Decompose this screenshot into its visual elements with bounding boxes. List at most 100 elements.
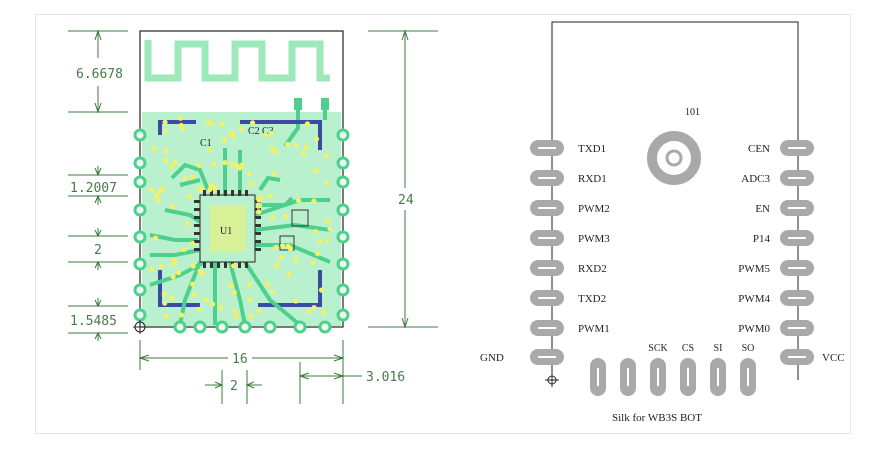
via-dot — [189, 241, 196, 247]
dimensions — [68, 29, 438, 404]
via-dot — [273, 244, 279, 250]
via-dot — [312, 229, 318, 235]
side-pads — [133, 128, 350, 334]
via-dot — [151, 146, 158, 152]
chip-pad — [210, 205, 246, 251]
via-dot — [178, 312, 185, 318]
silk-top-left — [158, 120, 196, 135]
via-dot — [172, 160, 178, 166]
part-label-2: C2 — [248, 126, 260, 137]
via-dot — [153, 193, 160, 199]
via-dot — [248, 313, 254, 319]
via-dot — [325, 237, 331, 243]
via-dot — [311, 305, 317, 311]
via-dot — [255, 203, 261, 209]
gnd-label: GND — [480, 352, 504, 364]
via-dot — [313, 136, 320, 142]
right-pin-label: CEN — [748, 143, 770, 155]
via-dot — [162, 300, 168, 306]
via-dot — [149, 266, 155, 272]
via-dot — [284, 141, 291, 147]
via-dot — [315, 251, 321, 257]
via-dot — [163, 148, 169, 154]
ref-ring-inner — [665, 149, 683, 167]
dimension-labels: 6.6678 1.2007 2 1.5485 24 16 2 3.016 — [70, 67, 414, 394]
via-dot — [163, 157, 169, 163]
via-dot — [152, 235, 159, 241]
traces — [149, 148, 331, 327]
via-dot — [209, 301, 216, 307]
bottom-pin-label: SO — [742, 343, 755, 354]
antenna-trace — [144, 40, 330, 82]
left-pin-label: PWM3 — [578, 233, 610, 245]
via-dot — [250, 120, 256, 126]
via-dot — [264, 281, 271, 287]
via-dot — [170, 274, 176, 280]
via-dot — [175, 270, 181, 276]
pcb-layout: U1 C1 C2 C3 — [133, 30, 350, 334]
via-dot — [258, 194, 264, 200]
via-dot — [162, 129, 168, 135]
via-dot — [278, 254, 284, 261]
chip-pins — [194, 190, 261, 268]
via-dot — [295, 197, 302, 203]
feed-pad-2 — [321, 98, 329, 110]
via-dot — [272, 149, 278, 155]
dim-pitch: 2 — [94, 243, 102, 258]
via-dot — [212, 185, 218, 191]
via-dot — [268, 193, 274, 199]
bottom-pin-label: SCK — [648, 343, 668, 354]
via-dot — [262, 132, 268, 138]
via-dot — [219, 121, 225, 127]
via-dot — [248, 181, 254, 187]
via-dot — [161, 291, 167, 297]
via-dot — [171, 257, 177, 263]
via-dot — [246, 281, 252, 287]
part-label-1: C1 — [200, 138, 212, 149]
via-dot — [282, 213, 289, 219]
via-dot — [324, 153, 330, 159]
left-pin-label: PWM2 — [578, 203, 610, 215]
via-dot — [293, 298, 299, 304]
feed-pad — [294, 98, 302, 110]
right-pin-label: PWM4 — [738, 293, 770, 305]
bottom-pin-label: SI — [714, 343, 723, 354]
via-dot — [313, 168, 319, 174]
via-dot — [304, 121, 310, 127]
footprint-caption: Silk for WB3S BOT — [612, 412, 702, 424]
via-dot — [232, 308, 238, 314]
right-pin-label: EN — [755, 203, 770, 215]
via-dot — [168, 164, 174, 170]
via-dot — [327, 226, 333, 232]
via-dot — [303, 144, 309, 150]
chip-label: U1 — [220, 226, 232, 237]
via-dot — [189, 281, 196, 287]
right-pin-label: PWM0 — [738, 323, 770, 335]
via-dot — [191, 292, 197, 298]
via-dot — [190, 174, 196, 180]
via-dot — [293, 257, 299, 263]
silk-top-right — [240, 120, 322, 150]
right-pin-label: P14 — [753, 233, 771, 245]
via-dot — [177, 115, 183, 121]
via-dot — [157, 189, 163, 195]
via-dot — [269, 215, 276, 221]
via-dot — [230, 263, 237, 269]
via-dot — [181, 176, 188, 182]
via-dot — [247, 296, 253, 302]
via-dot — [324, 218, 331, 224]
via-dot — [293, 142, 299, 148]
left-pin-label: TXD1 — [578, 143, 606, 155]
via-dot — [237, 165, 243, 171]
via-dot — [203, 296, 210, 303]
left-pin-label: RXD2 — [578, 263, 607, 275]
left-pin-label: RXD1 — [578, 173, 607, 185]
via-dot — [184, 220, 190, 227]
ref-label: 101 — [685, 107, 700, 118]
via-dot — [233, 313, 239, 319]
via-dot — [218, 304, 224, 310]
via-dot — [306, 309, 312, 315]
